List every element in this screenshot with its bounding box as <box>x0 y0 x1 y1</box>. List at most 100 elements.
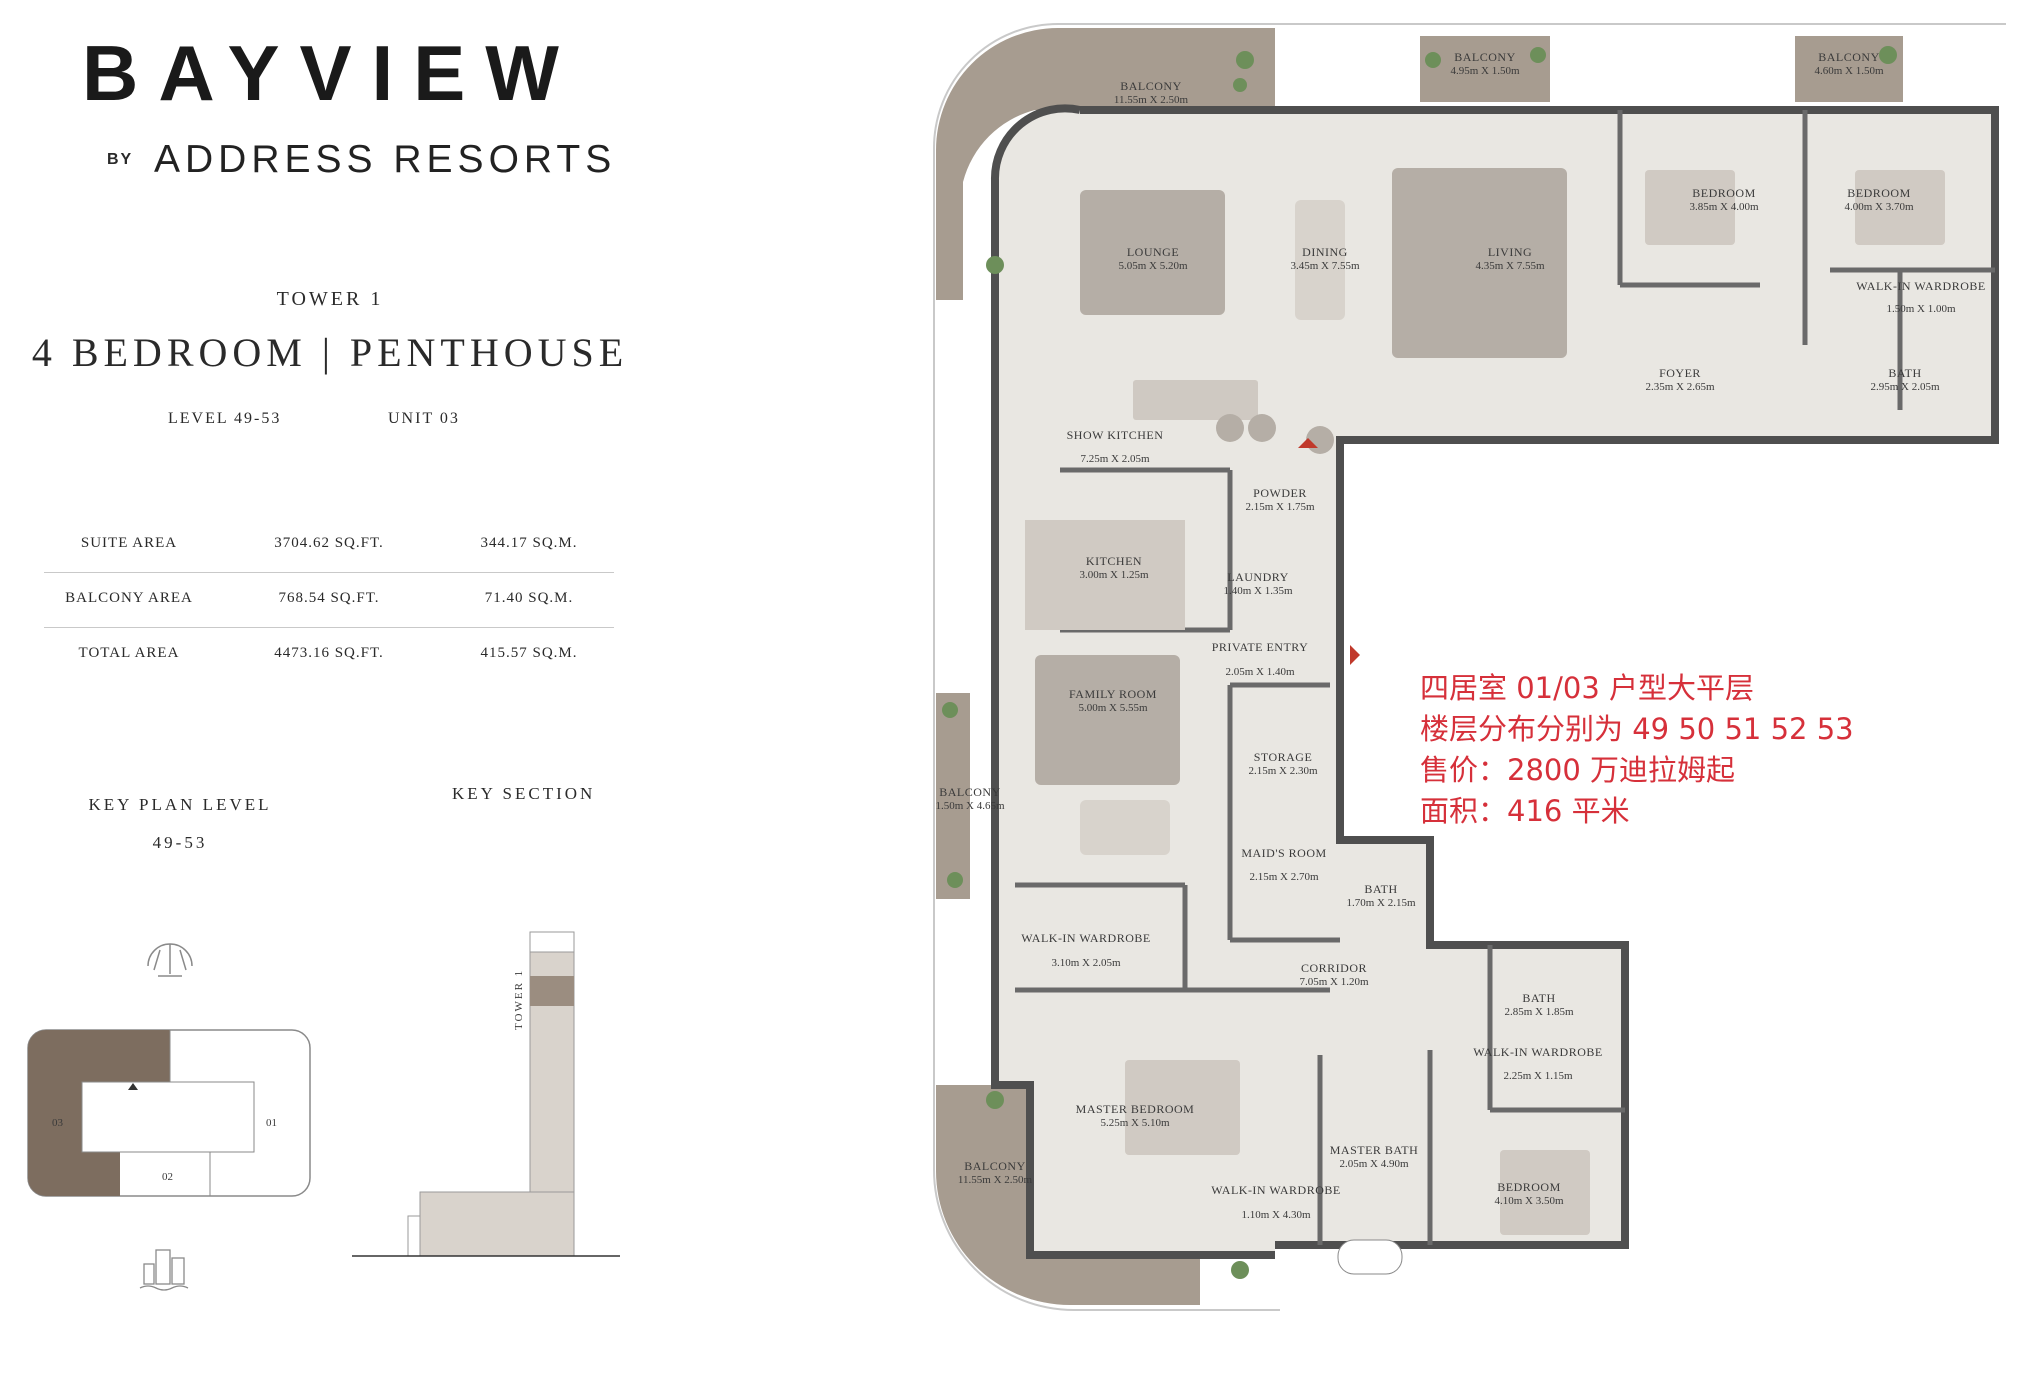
room-name: KITCHEN <box>1086 554 1142 568</box>
room-dims: 11.55m X 2.50m <box>958 1174 1033 1186</box>
room-dims: 2.15m X 2.70m <box>1249 871 1319 883</box>
room-name: DINING <box>1302 245 1348 259</box>
area-sqft: 4473.16 SQ.FT. <box>274 645 384 661</box>
stool <box>1248 414 1276 442</box>
brand-by: BY <box>107 151 134 168</box>
room-name: WALK-IN WARDROBE <box>1856 279 1985 293</box>
partitions <box>1015 110 1995 1245</box>
room-dims: 1.10m X 4.30m <box>1241 1209 1311 1221</box>
family-room-rug <box>1035 655 1180 785</box>
room-name: BATH <box>1522 991 1555 1005</box>
room-dims: 5.00m X 5.55m <box>1078 702 1148 714</box>
stool <box>1306 426 1334 454</box>
room-dims: 2.05m X 4.90m <box>1339 1158 1409 1170</box>
glass-railing <box>933 23 2006 1311</box>
area-row-balcony: BALCONY AREA 768.54 SQ.FT. 71.40 SQ.M. <box>44 572 614 628</box>
room-dims: 4.00m X 3.70m <box>1844 201 1914 213</box>
levels-highlight <box>530 976 574 1006</box>
room-name: BALCONY <box>1120 79 1182 93</box>
key-section-label: KEY SECTION <box>452 784 596 803</box>
room-dims: 2.15m X 2.30m <box>1248 765 1318 777</box>
key-plan-levels: 49-53 <box>152 833 208 852</box>
room-name: LIVING <box>1488 245 1532 259</box>
room-name: BEDROOM <box>1497 1180 1561 1194</box>
area-sqft: 768.54 SQ.FT. <box>278 590 380 606</box>
kitchen-counter <box>1025 520 1185 630</box>
room-name: SHOW KITCHEN <box>1067 428 1164 442</box>
brand-subtitle: ADDRESS RESORTS <box>154 138 617 181</box>
area-label: BALCONY AREA <box>65 590 193 606</box>
room-name: BALCONY <box>1454 50 1516 64</box>
room-dims: 2.15m X 1.75m <box>1245 501 1315 513</box>
section-tower-label: TOWER 1 <box>513 969 525 1030</box>
room-dims: 2.85m X 1.85m <box>1504 1006 1574 1018</box>
area-sqm: 71.40 SQ.M. <box>484 590 574 606</box>
key-section: TOWER 1 <box>352 931 620 1257</box>
room-dims: 2.95m X 2.05m <box>1870 381 1940 393</box>
note-line: 面积：416 平米 <box>1420 794 1630 828</box>
room-name: BEDROOM <box>1692 186 1756 200</box>
room-dims: 1.40m X 1.35m <box>1223 585 1293 597</box>
city-skyline-icon <box>139 1249 189 1291</box>
room-dims: 7.25m X 2.05m <box>1080 453 1150 465</box>
room-name: BATH <box>1888 366 1921 380</box>
area-row-total: TOTAL AREA 4473.16 SQ.FT. 415.57 SQ.M. <box>44 627 614 682</box>
unit-02-label: 02 <box>162 1171 173 1183</box>
room-dims: 5.25m X 5.10m <box>1100 1117 1170 1129</box>
room-dims: 4.95m X 1.50m <box>1450 65 1520 77</box>
room-name: STORAGE <box>1254 750 1313 764</box>
brand-logo: BAYVIEW <box>82 29 579 117</box>
master-bed <box>1125 1060 1240 1155</box>
area-sqft: 3704.62 SQ.FT. <box>274 535 384 551</box>
building-outline: 03 01 02 <box>27 1029 311 1197</box>
note-line: 楼层分布分别为 49 50 51 52 53 <box>1420 712 1854 746</box>
room-dims: 4.60m X 1.50m <box>1814 65 1884 77</box>
room-dims: 1.50m X 1.00m <box>1886 303 1956 315</box>
note-line: 售价：2800 万迪拉姆起 <box>1420 753 1736 787</box>
room-dims: 5.05m X 5.20m <box>1118 260 1188 272</box>
room-dims: 2.35m X 2.65m <box>1645 381 1715 393</box>
room-name: MASTER BEDROOM <box>1076 1102 1195 1116</box>
room-name: POWDER <box>1253 486 1307 500</box>
room-dims: 1.50m X 4.65m <box>935 800 1005 812</box>
area-sqm: 415.57 SQ.M. <box>480 645 578 661</box>
family-dining-table <box>1080 800 1170 855</box>
unit-03-label: 03 <box>52 1117 64 1129</box>
room-dims: 7.05m X 1.20m <box>1299 976 1369 988</box>
room-name: PRIVATE ENTRY <box>1212 640 1309 654</box>
room-dims: 3.10m X 2.05m <box>1051 957 1121 969</box>
room-dims: 4.10m X 3.50m <box>1494 1195 1564 1207</box>
room-name: BALCONY <box>1818 50 1880 64</box>
room-name: MAID'S ROOM <box>1241 846 1326 860</box>
balcony-side <box>936 693 970 899</box>
tower-label: TOWER 1 <box>276 288 384 310</box>
room-name: MASTER BATH <box>1330 1143 1419 1157</box>
bed <box>1855 170 1945 245</box>
room-name: BALCONY <box>939 785 1001 799</box>
plants <box>942 46 1897 1279</box>
lounge-rug <box>1080 190 1225 315</box>
room-labels: BALCONY 11.55m X 2.50m BALCONY 4.95m X 1… <box>935 50 1985 1221</box>
entry-marker-icon <box>128 1083 138 1090</box>
level-label: LEVEL 49-53 <box>168 410 282 427</box>
dining-table <box>1295 200 1345 320</box>
room-dims: 1.70m X 2.15m <box>1346 897 1416 909</box>
room-name: BALCONY <box>964 1159 1026 1173</box>
balcony-top-left <box>936 28 1275 300</box>
stool <box>1216 414 1244 442</box>
room-name: BATH <box>1364 882 1397 896</box>
furniture <box>1025 168 1945 1275</box>
walls <box>990 104 1999 1259</box>
room-dims: 2.05m X 1.40m <box>1225 666 1295 678</box>
key-plan: 03 01 02 <box>27 943 311 1291</box>
area-row-suite: SUITE AREA 3704.62 SQ.FT. 344.17 SQ.M. <box>44 517 614 573</box>
balcony-top-middle <box>1420 36 1550 102</box>
room-name: FOYER <box>1659 366 1701 380</box>
unit-01-label: 01 <box>266 1117 277 1129</box>
unit-title: 4 BEDROOM | PENTHOUSE <box>31 330 629 375</box>
living-rug <box>1392 168 1567 358</box>
room-dims: 3.00m X 1.25m <box>1079 569 1149 581</box>
private-entry-arrow-icon <box>1350 645 1360 665</box>
room-dims: 3.45m X 7.55m <box>1290 260 1360 272</box>
room-name: WALK-IN WARDROBE <box>1473 1045 1602 1059</box>
